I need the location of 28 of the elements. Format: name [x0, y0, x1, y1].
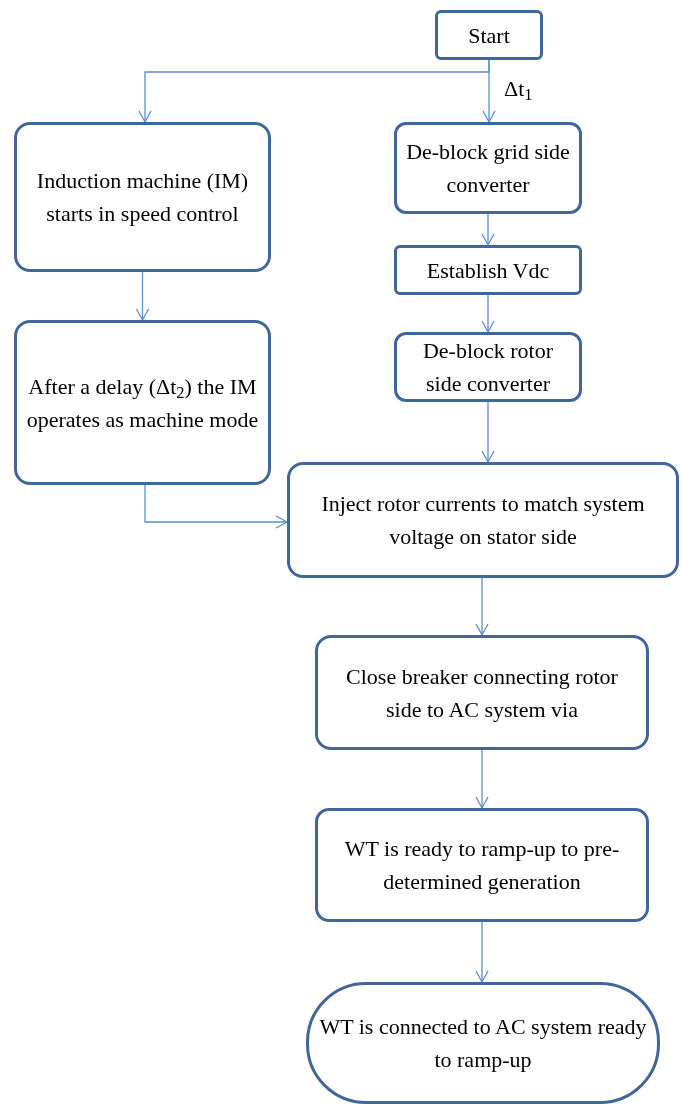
node-text: Induction machine (IM) starts in speed control: [35, 167, 250, 228]
arrow: [481, 294, 495, 333]
arrow: [482, 59, 496, 123]
node-text: Establish Vdc: [426, 256, 550, 285]
process-box: [394, 332, 582, 402]
arrow: [475, 577, 489, 636]
node-text: Start: [468, 21, 510, 50]
process-box: [315, 808, 649, 922]
arrow: [481, 401, 495, 463]
process-box: [287, 462, 679, 578]
start-box: [435, 10, 543, 60]
arrow: [144, 484, 288, 529]
process-box: [394, 122, 582, 214]
arrow: [475, 749, 489, 809]
arrow: [135, 271, 150, 321]
process-box: [14, 122, 271, 272]
arrow: [481, 213, 495, 246]
node-text: Close breaker connecting rotor side to AC system via: [345, 662, 619, 724]
node-text: Inject rotor currents to match system voltage on stator side: [320, 490, 646, 551]
node-text: WT is connected to AC system ready to ramp-up: [318, 1013, 648, 1074]
node-text: After a delay (Δt$_{2}$) the IM operates as machine mode: [25, 372, 260, 434]
node-text: De-block rotor side converter: [421, 337, 555, 398]
node-text: WT is ready to ramp-up to pre-determined generation: [343, 835, 621, 896]
arrow: [475, 921, 489, 983]
process-box: [315, 635, 649, 750]
process-box: [14, 320, 271, 485]
node-text: De-block grid side converter: [405, 138, 571, 199]
process-box: [394, 245, 582, 295]
